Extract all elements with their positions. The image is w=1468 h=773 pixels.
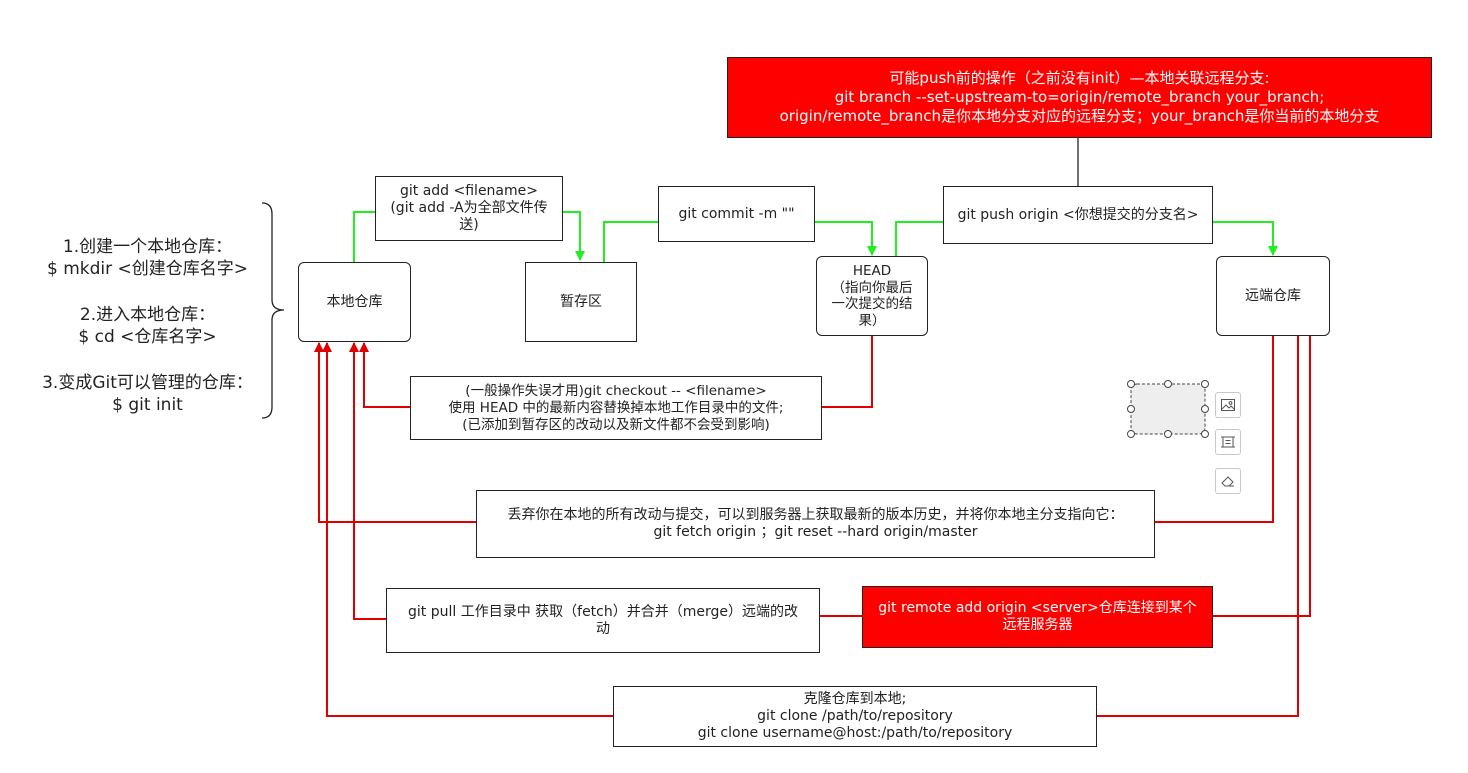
- git-pull-box[interactable]: git pull 工作目录中 获取（fetch）并合并（merge）远端的改 动: [386, 588, 820, 653]
- commit-flow-arrow: [603, 221, 658, 262]
- init-steps: 1.创建一个本地仓库： $ mkdir <创建仓库名字> 2.进入本地仓库： $…: [20, 236, 275, 440]
- node-label: 暂存区: [560, 293, 602, 310]
- git-reset-box[interactable]: 丢弃你在本地的所有改动与提交，可以到服务器上获取最新的版本历史，并将你本地主分支…: [476, 490, 1155, 558]
- action-label: 克隆仓库到本地;: [803, 691, 907, 707]
- action-label: (git add -A为全部文件传: [390, 200, 548, 216]
- action-label: git fetch origin ；git reset --hard origi…: [653, 524, 978, 540]
- action-label: git add <filename>: [399, 183, 538, 199]
- step-title: 2.进入本地仓库：: [79, 305, 216, 325]
- node-label: （指向你最后: [831, 279, 913, 296]
- pull-flow-arrow: [1213, 336, 1311, 617]
- action-label: 丢弃你在本地的所有改动与提交，可以到服务器上获取最新的版本历史，并将你本地主分支…: [507, 507, 1124, 523]
- step-git-init: 3.变成Git可以管理的仓库： $ git init: [20, 372, 275, 416]
- action-label: 动: [596, 620, 610, 637]
- clone-flow-arrow: [1097, 336, 1299, 717]
- git-commit-box[interactable]: git commit -m "": [658, 186, 815, 242]
- remote-repo-node[interactable]: 远端仓库: [1216, 256, 1330, 336]
- action-label: git clone /path/to/repository: [757, 708, 953, 724]
- node-label: 果）: [858, 312, 886, 329]
- action-label: git commit -m "": [678, 205, 795, 222]
- note-line: git branch --set-upstream-to=origin/remo…: [834, 88, 1325, 106]
- action-label: (一般操作失误才用)git checkout -- <filename>: [465, 382, 767, 399]
- note-line: origin/remote_branch是你本地分支对应的远程分支；your_b…: [779, 107, 1380, 125]
- note-line: 可能push前的操作（之前没有init）—本地关联远程分支:: [889, 69, 1270, 87]
- step-title: 1.创建一个本地仓库：: [62, 237, 233, 257]
- head-node[interactable]: HEAD （指向你最后 一次提交的结 果）: [816, 256, 928, 336]
- node-label: 一次提交的结: [831, 296, 913, 312]
- action-label: 送): [459, 217, 479, 233]
- node-label: 本地仓库: [326, 293, 383, 310]
- action-label: 使用 HEAD 中的最新内容替换掉本地工作目录中的文件;: [448, 399, 784, 416]
- crop-icon[interactable]: [1215, 429, 1241, 455]
- upstream-note[interactable]: 可能push前的操作（之前没有init）—本地关联远程分支: git branc…: [727, 57, 1432, 138]
- local-repo-node[interactable]: 本地仓库: [298, 262, 411, 342]
- selection-handles: [1127, 380, 1209, 438]
- action-label: (已添加到暂存区的改动以及新文件都不会受到影响): [462, 416, 770, 433]
- step-create-repo: 1.创建一个本地仓库： $ mkdir <创建仓库名字>: [20, 236, 275, 280]
- git-push-box[interactable]: git push origin <你想提交的分支名>: [943, 186, 1213, 244]
- git-checkout-box[interactable]: (一般操作失误才用)git checkout -- <filename> 使用 …: [410, 376, 822, 440]
- step-title: 3.变成Git可以管理的仓库：: [42, 373, 253, 393]
- add-flow-arrow: [353, 211, 375, 262]
- image-icon[interactable]: [1215, 392, 1241, 418]
- git-add-box[interactable]: git add <filename> (git add -A为全部文件传 送): [375, 176, 563, 241]
- node-label: 远端仓库: [1245, 287, 1301, 304]
- checkout-flow-arrow: [822, 336, 873, 408]
- step-command: $ mkdir <创建仓库名字>: [46, 259, 249, 279]
- action-label: 远程服务器: [1002, 617, 1073, 633]
- eraser-icon[interactable]: [1215, 468, 1241, 494]
- action-label: git pull 工作目录中 获取（fetch）并合并（merge）远端的改: [407, 603, 799, 620]
- action-label: git push origin <你想提交的分支名>: [957, 206, 1199, 223]
- staging-area-node[interactable]: 暂存区: [525, 262, 637, 342]
- selected-shape: [1130, 383, 1206, 435]
- reset-flow-arrow: [1155, 336, 1274, 523]
- steps-brace: [261, 202, 285, 419]
- step-enter-repo: 2.进入本地仓库： $ cd <仓库名字>: [20, 304, 275, 348]
- action-label: git clone username@host:/path/to/reposit…: [697, 725, 1013, 741]
- action-label: git remote add origin <server>仓库连接到某个: [878, 600, 1197, 616]
- step-command: $ cd <仓库名字>: [78, 327, 217, 347]
- push-flow-arrow: [895, 221, 943, 256]
- node-label: HEAD: [852, 263, 892, 279]
- git-clone-box[interactable]: 克隆仓库到本地; git clone /path/to/repository g…: [613, 686, 1097, 747]
- step-command: $ git init: [112, 395, 183, 415]
- git-remote-add-box[interactable]: git remote add origin <server>仓库连接到某个 远程…: [862, 586, 1213, 648]
